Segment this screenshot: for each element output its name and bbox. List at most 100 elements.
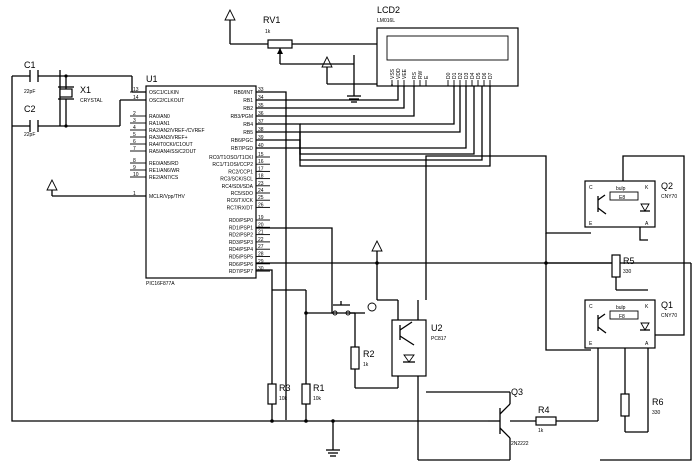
mcu-pin-num-34: 34: [258, 95, 264, 101]
mcu-pin-num-20: 20: [258, 222, 264, 228]
mcu-pin-num-14: 14: [133, 95, 139, 101]
mcu-pin-num-30: 30: [258, 266, 264, 272]
power-symbol-sensor: [371, 239, 383, 263]
resistor-r5: R5 330: [611, 254, 648, 291]
potentiometer-rv1: RV1 1k: [263, 15, 379, 84]
r4-ref: R4: [538, 405, 550, 415]
lcd-pin-rw: RW: [418, 70, 424, 79]
sensor-q1: C E K A bulp F8 Q1 CNY70: [584, 299, 677, 349]
mcu-pin-name-34: RB1: [243, 98, 253, 104]
r4-value: 1k: [538, 428, 544, 434]
r3-ref: R3: [279, 383, 291, 393]
q1-pin-k: K: [645, 304, 649, 310]
mcu-pin-num-40: 40: [258, 143, 264, 149]
mcu-pin-num-24: 24: [258, 188, 264, 194]
lcd-pin-d1: D1: [452, 72, 458, 79]
mcu-pin-name-30: RD7/PSP7: [229, 269, 253, 275]
mcu-pin-num-18: 18: [258, 174, 264, 180]
q2-label: E8: [619, 195, 625, 201]
q1-part: CNY70: [661, 313, 677, 319]
mcu-pin-name-28: RD5/PSP5: [229, 255, 253, 261]
push-button-switch: [332, 301, 377, 316]
mcu-pin-num-2: 2: [133, 111, 136, 117]
mcu-pin-name-20: RD1/PSP1: [229, 225, 253, 231]
sensor-q2: C E K A bulp E8 Q2 CNY70: [584, 180, 677, 228]
q2-pin-a: A: [645, 221, 649, 227]
mcu-pin-name-26: RC7/RX/DT: [227, 205, 253, 211]
mcu-pin-name-3: RA1/AN1: [149, 121, 170, 127]
r3-value: 10k: [279, 396, 288, 402]
mcu-pin-name-2: RA0/AN0: [149, 114, 170, 120]
mcu-pin-num-19: 19: [258, 215, 264, 221]
mcu-pin-name-13: OSC1/CLKIN: [149, 90, 179, 96]
rv1-value: 1k: [265, 29, 271, 35]
resistor-r2: R2 1k: [350, 313, 398, 389]
lcd-ref: LCD2: [377, 5, 400, 15]
sensor-wiring: [11, 126, 691, 423]
mcu-pin-name-38: RB5: [243, 130, 253, 136]
x1-value: CRYSTAL: [80, 98, 103, 104]
resistor-r3: R3 10k: [267, 383, 291, 405]
mcu-pin-name-35: RB2: [243, 106, 253, 112]
mcu-pin-num-38: 38: [258, 127, 264, 133]
q2-ref: Q2: [661, 181, 673, 191]
mcu-part: PIC16F877A: [146, 281, 175, 287]
q1-ref: Q1: [661, 300, 673, 310]
rv1-ref: RV1: [263, 15, 280, 25]
mcu-pin-num-27: 27: [258, 244, 264, 250]
c1-value: 22pF: [24, 89, 35, 95]
mcu-pin-name-23: RC4/SDI/SDA: [222, 184, 254, 190]
r6-ref: R6: [652, 397, 664, 407]
mcu-pin-name-22: RD3/PSP3: [229, 240, 253, 246]
mcu-pin-name-8: RE0/AN5/RD: [149, 161, 179, 167]
mcu-pin-num-5: 5: [133, 132, 136, 138]
r5-ref: R5: [623, 256, 635, 266]
c2-ref: C2: [24, 104, 36, 114]
mcu-pin-num-6: 6: [133, 139, 136, 145]
mcu-pin-name-10: RE2/AN7/CS: [149, 175, 179, 181]
mcu-ref: U1: [146, 74, 158, 84]
mcu-pin-name-29: RD6/PSP6: [229, 262, 253, 268]
mcu-pin-name-40: RB7/PGD: [231, 146, 253, 152]
r2-ref: R2: [363, 349, 375, 359]
u2-ref: U2: [431, 323, 443, 333]
mcu-pin-name-24: RC5/SDO: [231, 191, 253, 197]
lcd-pin-d7: D7: [488, 72, 494, 79]
oscillator-circuit: C1 22pF C2 22pF X1 CRYSTAL: [11, 60, 146, 138]
q3-ref: Q3: [511, 387, 523, 397]
lcd-pin-d4: D4: [470, 72, 476, 79]
mcu-pin-num-16: 16: [258, 159, 264, 165]
mcu-pin-name-27: RD4/PSP4: [229, 247, 253, 253]
lcd-data-bus: [256, 84, 491, 420]
q2-pin-k: K: [645, 185, 649, 191]
mcu-pin-name-19: RD0/PSP0: [229, 218, 253, 224]
c2-value: 22pF: [24, 132, 35, 138]
mcu-pin-num-23: 23: [258, 181, 264, 187]
u2-part: PC817: [431, 336, 447, 342]
mcu-pin-num-39: 39: [258, 135, 264, 141]
optocoupler-u2: U2 PC817: [375, 261, 447, 460]
mcu-pin-name-25: RC6/TX/CK: [227, 198, 254, 204]
ground-symbol-main: [326, 421, 340, 457]
mcu-pin-num-13: 13: [133, 87, 139, 93]
mcu-pin-name-16: RC1/T1OSI/CCP2: [212, 162, 253, 168]
x1-ref: X1: [80, 85, 91, 95]
mcu-pin-name-33: RB0/INT: [234, 90, 253, 96]
mcu-pin-num-10: 10: [133, 172, 139, 178]
power-symbol-mclr: [46, 178, 146, 197]
r6-value: 330: [652, 410, 661, 416]
lcd-pin-d3: D3: [464, 72, 470, 79]
mcu-pin-num-21: 21: [258, 230, 264, 236]
mcu-pin-name-7: RA5/AN4/SS/C2OUT: [149, 149, 196, 155]
resistor-r1: R1 10k: [301, 383, 325, 405]
mcu-pin-num-17: 17: [258, 166, 264, 172]
lcd-pin-vee: VEE: [402, 68, 408, 79]
r1-ref: R1: [313, 383, 325, 393]
mcu-pin-num-36: 36: [258, 111, 264, 117]
q2-part: CNY70: [661, 194, 677, 200]
mcu-pin-name-1: MCLR/Vpp/THV: [149, 194, 186, 200]
lcd-pin-d2: D2: [458, 72, 464, 79]
mcu-pin-name-21: RD2/PSP2: [229, 233, 253, 239]
